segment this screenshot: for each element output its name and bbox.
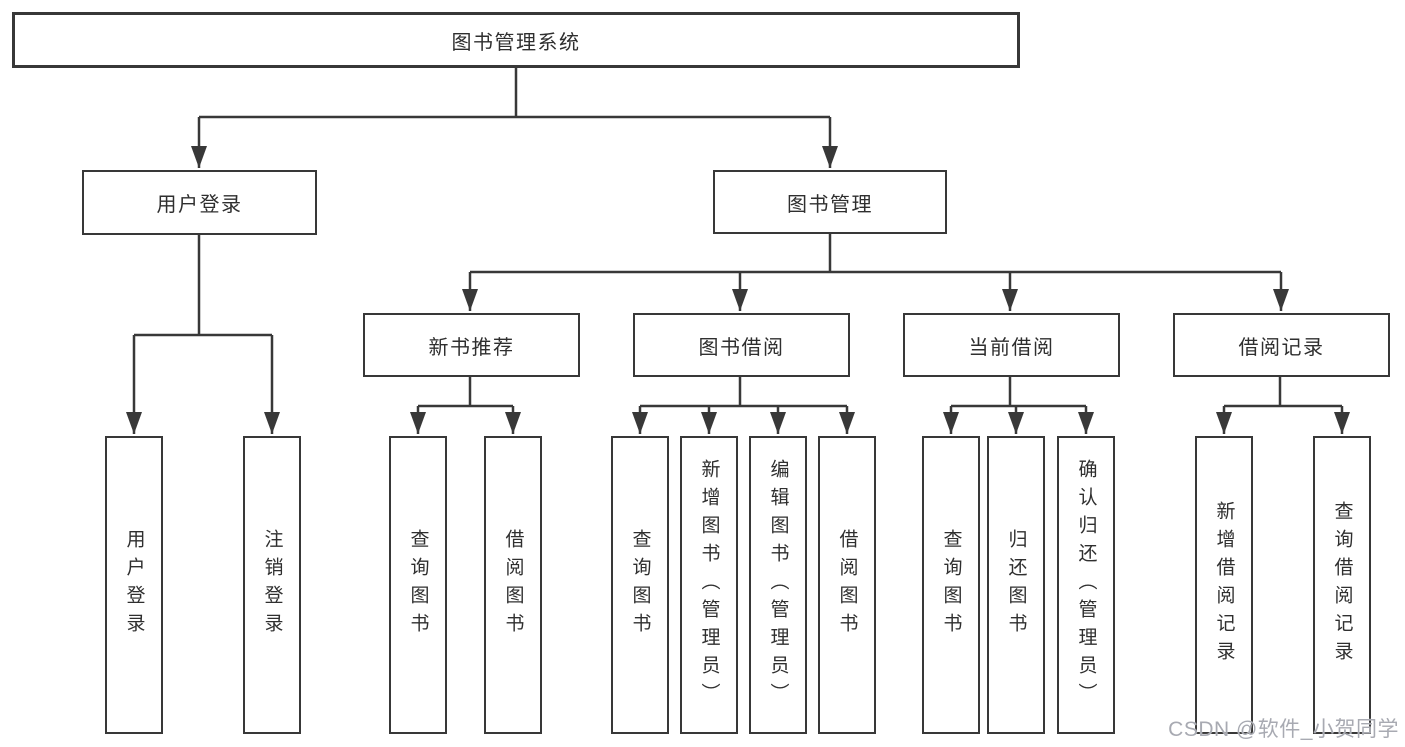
csdn-watermark: CSDN @软件_小贺同学 [1168, 718, 1399, 741]
leaf-borrow-book-recommend: 借阅图书 [484, 436, 542, 734]
leaf-query-book-current: 查询图书 [922, 436, 980, 734]
node-label: 当前借阅 [968, 336, 1055, 359]
node-label: 新书推荐 [428, 336, 515, 359]
leaf-confirm-return-admin: 确认归还（管理员） [1057, 436, 1115, 734]
node-label: 归还图书 [1005, 529, 1027, 641]
leaf-query-borrow-record: 查询借阅记录 [1313, 436, 1371, 734]
leaf-add-book-admin: 新增图书（管理员） [680, 436, 738, 734]
node-label: 查询图书 [629, 529, 651, 641]
node-label: 查询图书 [940, 529, 962, 641]
node-label: 查询借阅记录 [1331, 501, 1353, 669]
node-user-login: 用户登录 [82, 170, 317, 235]
node-current-borrowing: 当前借阅 [903, 313, 1120, 377]
node-label: 用户登录 [123, 529, 145, 641]
node-new-book-recommend: 新书推荐 [363, 313, 580, 377]
node-label: 借阅图书 [836, 529, 858, 641]
node-root-library-management-system: 图书管理系统 [12, 12, 1020, 68]
node-label: 查询图书 [407, 529, 429, 641]
leaf-query-book-borrowing: 查询图书 [611, 436, 669, 734]
node-borrowing-records: 借阅记录 [1173, 313, 1390, 377]
node-label: 借阅记录 [1238, 336, 1325, 359]
node-book-management: 图书管理 [713, 170, 947, 234]
node-label: 图书管理系统 [451, 31, 581, 54]
node-label: 图书管理 [787, 193, 873, 216]
node-label: 图书借阅 [698, 336, 785, 359]
node-label: 确认归还（管理员） [1075, 459, 1097, 711]
leaf-logout: 注销登录 [243, 436, 301, 734]
leaf-borrow-book: 借阅图书 [818, 436, 876, 734]
node-label: 注销登录 [261, 529, 283, 641]
node-label: 编辑图书（管理员） [767, 459, 789, 711]
node-label: 用户登录 [156, 194, 243, 216]
leaf-query-book-recommend: 查询图书 [389, 436, 447, 734]
leaf-add-borrow-record: 新增借阅记录 [1195, 436, 1253, 734]
leaf-return-book: 归还图书 [987, 436, 1045, 734]
node-label: 新增图书（管理员） [698, 459, 720, 711]
node-label: 借阅图书 [502, 529, 524, 641]
node-label: 新增借阅记录 [1213, 501, 1235, 669]
leaf-edit-book-admin: 编辑图书（管理员） [749, 436, 807, 734]
node-book-borrowing: 图书借阅 [633, 313, 850, 377]
leaf-user-login: 用户登录 [105, 436, 163, 734]
